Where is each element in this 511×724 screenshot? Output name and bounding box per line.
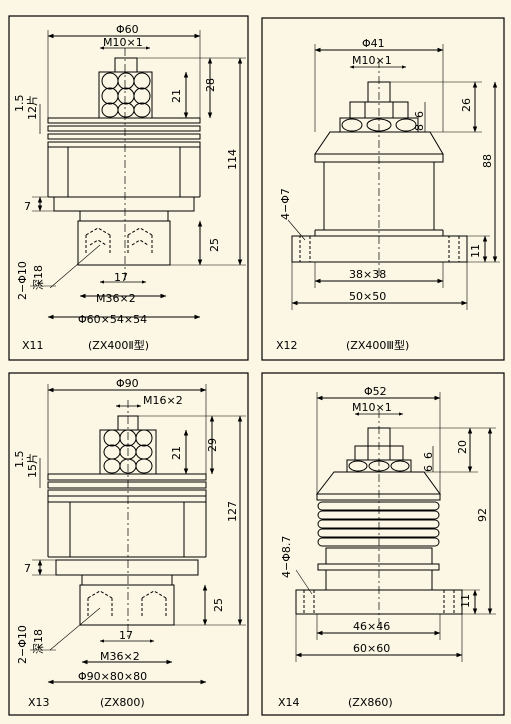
dimensions bbox=[295, 392, 496, 662]
dim-outer: 50×50 bbox=[349, 290, 386, 303]
dim-h6b: 6 bbox=[422, 465, 435, 472]
dim-plate-thk: 1.5 bbox=[13, 95, 26, 113]
dim-top-width: Φ41 bbox=[362, 37, 385, 50]
dim-h7: 7 bbox=[24, 200, 31, 213]
plate-stack bbox=[47, 117, 201, 148]
dim-top-width: Φ60 bbox=[116, 23, 139, 36]
dim-thread: M10×1 bbox=[103, 36, 143, 49]
dim-holes: 2−Φ10 bbox=[16, 625, 29, 664]
dim-h26: 26 bbox=[460, 98, 473, 112]
dim-base: Φ60×54×54 bbox=[78, 313, 147, 326]
dim-inner: 46×46 bbox=[353, 620, 390, 633]
base-block bbox=[77, 220, 171, 266]
dim-total-h: 88 bbox=[481, 154, 494, 168]
dim-holes: 4−Φ7 bbox=[279, 188, 292, 220]
panel-code: X14 bbox=[278, 696, 300, 709]
dim-total-h: 127 bbox=[226, 501, 239, 522]
dim-plate-count: 12片 bbox=[26, 95, 39, 120]
dimension-labels: Φ90 M16×2 29 21 1.5 15片 127 7 25 2−Φ10 深… bbox=[13, 377, 239, 709]
panel-frame bbox=[8, 15, 249, 361]
panel-x11: Φ60 M10×1 28 21 1.5 12片 114 7 25 2−Φ10 深… bbox=[8, 15, 249, 361]
panel-x12: Φ41 M10×1 26 6 8 88 4−Φ7 11 38×38 50×50 … bbox=[261, 17, 505, 361]
dim-total-h: 92 bbox=[476, 508, 489, 522]
dimensions bbox=[30, 30, 246, 320]
dim-base: Φ90×80×80 bbox=[78, 670, 147, 683]
dim-h7: 7 bbox=[24, 562, 31, 575]
dim-h25: 25 bbox=[212, 598, 225, 612]
panel-model: (ZX400Ⅲ型) bbox=[346, 338, 409, 352]
dim-bolt: M36×2 bbox=[100, 650, 140, 663]
dim-h28: 28 bbox=[204, 78, 217, 92]
dim-hole-depth: 深18 bbox=[32, 629, 45, 654]
dim-h6a: 6 bbox=[422, 452, 435, 459]
dimensions bbox=[287, 44, 500, 310]
plate-stack bbox=[47, 473, 207, 497]
panel-code: X13 bbox=[28, 696, 50, 709]
dim-h21: 21 bbox=[170, 446, 183, 460]
dim-h11: 11 bbox=[459, 594, 472, 608]
main-body bbox=[47, 146, 201, 222]
dim-thread: M10×1 bbox=[352, 401, 392, 414]
main-body bbox=[47, 495, 207, 586]
dim-plate-thk: 1.5 bbox=[13, 451, 26, 469]
dim-inner: 38×38 bbox=[349, 268, 386, 281]
dim-top-width: Φ52 bbox=[364, 385, 387, 398]
dim-h29: 29 bbox=[206, 438, 219, 452]
bellows-body bbox=[315, 471, 441, 591]
dim-thread: M10×1 bbox=[352, 54, 392, 67]
panel-frame bbox=[261, 17, 505, 361]
dimension-labels: Φ52 M10×1 20 6 6 92 4−Φ8.7 11 46×46 60×6… bbox=[278, 385, 489, 709]
dim-total-h: 114 bbox=[226, 149, 239, 170]
panel-x13: Φ90 M16×2 29 21 1.5 15片 127 7 25 2−Φ10 深… bbox=[8, 372, 249, 716]
dimension-labels: Φ60 M10×1 28 21 1.5 12片 114 7 25 2−Φ10 深… bbox=[13, 23, 239, 352]
dim-bolt: M36×2 bbox=[96, 292, 136, 305]
dim-h25: 25 bbox=[208, 238, 221, 252]
dim-outer: 60×60 bbox=[353, 642, 390, 655]
dimensions bbox=[30, 384, 246, 685]
panel-model: (ZX800) bbox=[100, 696, 145, 709]
dim-h20: 20 bbox=[456, 440, 469, 454]
dim-h8: 8 bbox=[413, 124, 426, 131]
panel-frame bbox=[261, 372, 505, 716]
flange bbox=[291, 229, 468, 263]
panel-code: X11 bbox=[22, 339, 44, 352]
panel-frame bbox=[8, 372, 249, 716]
nut-stack bbox=[98, 57, 153, 119]
panel-x14: Φ52 M10×1 20 6 6 92 4−Φ8.7 11 46×46 60×6… bbox=[261, 372, 505, 716]
dim-hole-depth: 深18 bbox=[32, 265, 45, 290]
panel-model: (ZX400Ⅱ型) bbox=[88, 338, 149, 352]
dim-w17: 17 bbox=[119, 629, 133, 642]
dim-plate-count: 15片 bbox=[26, 453, 39, 478]
dimension-labels: Φ41 M10×1 26 6 8 88 4−Φ7 11 38×38 50×50 … bbox=[276, 37, 494, 352]
dim-w17: 17 bbox=[114, 271, 128, 284]
panel-model: (ZX860) bbox=[348, 696, 393, 709]
dim-thread: M16×2 bbox=[143, 394, 183, 407]
dim-holes: 2−Φ10 bbox=[16, 261, 29, 300]
dim-h21: 21 bbox=[170, 89, 183, 103]
dim-holes: 4−Φ8.7 bbox=[280, 536, 293, 578]
dim-h11: 11 bbox=[469, 244, 482, 258]
panel-code: X12 bbox=[276, 339, 298, 352]
dim-h6: 6 bbox=[413, 111, 426, 118]
dim-top-width: Φ90 bbox=[116, 377, 139, 390]
base-block bbox=[79, 584, 175, 626]
